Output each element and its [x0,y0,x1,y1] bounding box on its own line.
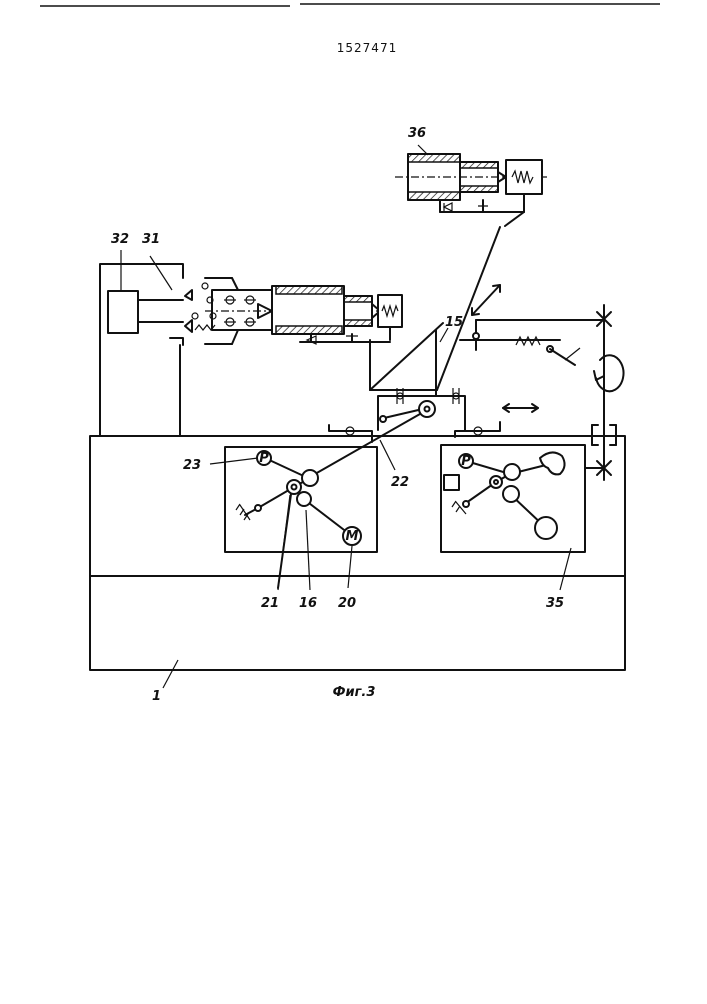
unit-31-cylinder [170,264,402,345]
label-16: 16 [299,596,317,611]
label-32: 32 [111,232,129,247]
label-1: 1 [152,689,161,704]
cam-icon [540,452,565,474]
top-rule [40,4,660,6]
label-36: 36 [408,126,426,141]
label-21: 21 [261,596,279,611]
right-spindle [460,305,623,480]
figure-caption: Фиг.3 [333,685,376,700]
label-22: 22 [391,475,409,490]
label-15: 15 [445,315,463,330]
label-31: 31 [142,232,160,247]
carriage-and-rod [329,330,538,442]
document-number: 1527471 [337,41,397,55]
encoder-right-symbol: P [461,454,471,469]
encoder-left-symbol: P [259,451,269,466]
right-kinematic-box: P [441,445,585,552]
label-35: 35 [546,596,564,611]
motor-symbol: M [346,529,359,544]
control-box-32 [100,264,183,436]
label-20: 20 [338,596,356,611]
unit-36-cylinder [395,154,548,226]
label-23: 23 [183,458,201,473]
